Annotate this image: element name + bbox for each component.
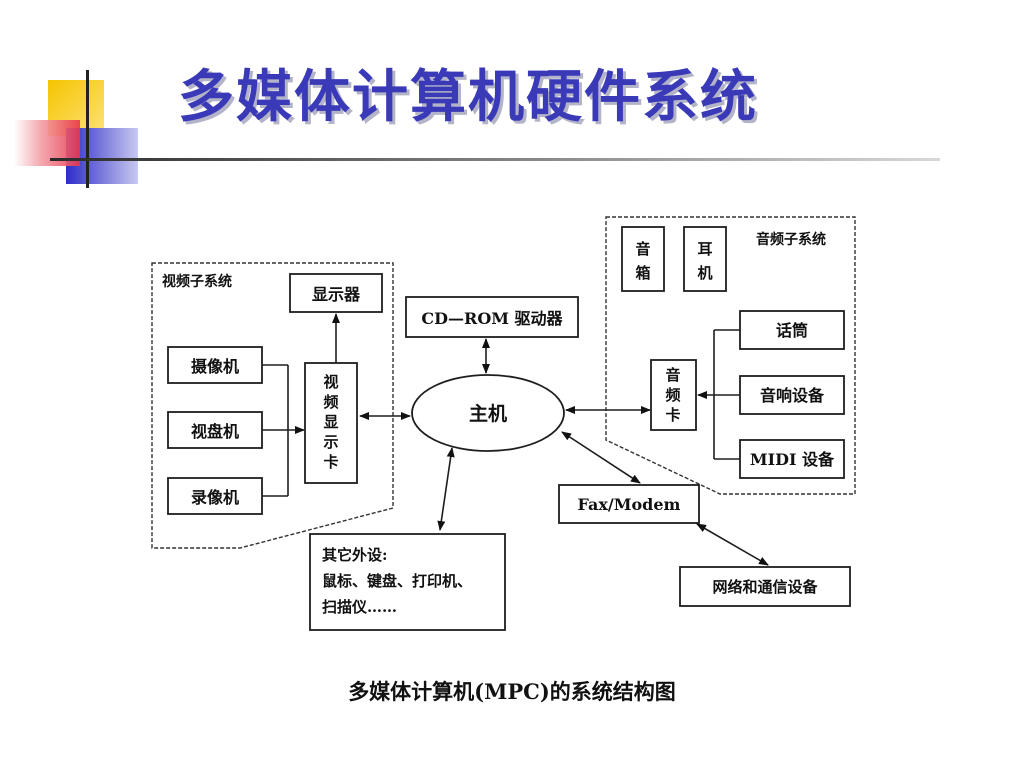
video-disc-label: 视盘机 — [191, 422, 239, 441]
sound-card-char-0: 音 — [665, 366, 680, 384]
video-card-char-2: 显 — [323, 413, 338, 431]
sound-card-char-1: 频 — [665, 386, 680, 404]
arrow-faxmodem-network — [696, 523, 769, 566]
slide-title: 多媒体计算机硬件系统 — [178, 65, 758, 130]
video-card-char-0: 视 — [323, 373, 338, 391]
diagram-caption: 多媒体计算机(MPC)的系统结构图 — [348, 679, 676, 704]
video-subsystem-label: 视频子系统 — [162, 273, 232, 290]
peripherals-line3: 扫描仪…… — [322, 598, 397, 616]
midi-box — [739, 439, 845, 479]
video-card-char-4: 卡 — [323, 453, 338, 471]
audio-subsystem-boundary — [605, 216, 856, 495]
camera-label: 摄像机 — [191, 357, 239, 376]
audio-device-label: 音响设备 — [760, 386, 825, 405]
video-card-char-3: 示 — [323, 433, 338, 451]
arrow-host-peripherals — [437, 447, 455, 531]
network-label: 网络和通信设备 — [712, 578, 818, 596]
headphone-char-0: 耳 — [697, 240, 712, 258]
peripherals-box — [309, 533, 506, 631]
microphone-box — [739, 310, 845, 350]
vcr-label: 录像机 — [191, 488, 239, 507]
audio-device-box — [739, 375, 845, 415]
speaker-box — [621, 226, 665, 292]
audio-subsystem-label: 音频子系统 — [756, 231, 826, 248]
midi-label: MIDI 设备 — [750, 450, 835, 469]
fax-modem-box — [558, 484, 700, 524]
peripherals-line1: 其它外设: — [322, 546, 388, 564]
arrow-host-faxmodem — [561, 431, 641, 484]
fax-modem-label: Fax/Modem — [578, 495, 681, 514]
network-box — [679, 566, 851, 607]
video-card-box — [304, 362, 358, 484]
video-subsystem-boundary — [151, 262, 394, 549]
microphone-label: 话筒 — [776, 321, 808, 340]
cdrom-label: CD—ROM 驱动器 — [421, 309, 563, 328]
speaker-char-0: 音 — [635, 240, 650, 258]
sound-card-char-2: 卡 — [665, 406, 680, 424]
headphone-char-1: 机 — [697, 264, 712, 282]
sound-card-box — [650, 359, 697, 431]
title-rule — [50, 158, 940, 161]
decor-vertical-line — [86, 70, 89, 188]
host-label: 主机 — [469, 403, 507, 425]
peripherals-line2: 鼠标、键盘、打印机、 — [322, 572, 472, 590]
headphone-box — [683, 226, 727, 292]
cdrom-box — [405, 296, 579, 338]
display-box — [289, 273, 383, 313]
video-card-char-1: 频 — [323, 393, 338, 411]
speaker-char-1: 箱 — [635, 264, 650, 282]
host-ellipse — [411, 374, 565, 452]
display-label: 显示器 — [312, 285, 361, 304]
